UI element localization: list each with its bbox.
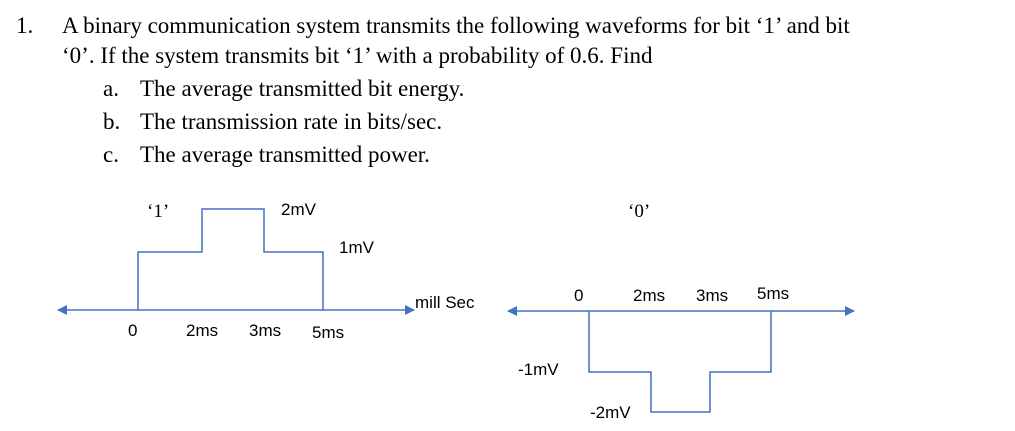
bit1-peak-label: 2mV xyxy=(281,200,316,219)
bit0-tick-2ms: 2ms xyxy=(633,286,666,305)
bit1-label: ‘1’ xyxy=(147,201,170,222)
bit0-tick-5ms: 5ms xyxy=(757,284,790,303)
axis-unit-label: mill Sec xyxy=(415,293,475,312)
bit0-neg-one-label: -1mV xyxy=(518,360,559,379)
bit0-waveform xyxy=(588,311,772,413)
part-c-text: The average transmitted power. xyxy=(140,142,430,167)
part-b-text: The transmission rate in bits/sec. xyxy=(140,109,443,134)
bit0-label: ‘0’ xyxy=(628,201,651,222)
part-a-text: The average transmitted bit energy. xyxy=(140,76,465,101)
bit0-origin-label: 0 xyxy=(574,286,584,305)
problem-line-1: A binary communication system transmits … xyxy=(62,13,850,38)
problem-line-2: ‘0’. If the system transmits bit ‘1’ wit… xyxy=(62,43,653,68)
bit1-tick-2ms: 2ms xyxy=(186,321,219,340)
bit1-tick-3ms: 3ms xyxy=(249,321,282,340)
bit0-neg-two-label: -2mV xyxy=(590,403,631,422)
bit1-step-label: 1mV xyxy=(339,238,374,257)
bit1-waveform xyxy=(137,208,324,310)
bit1-tick-5ms: 5ms xyxy=(312,323,345,342)
problem-number: 1. xyxy=(16,13,34,38)
bit0-tick-3ms: 3ms xyxy=(696,286,729,305)
bit1-origin-label: 0 xyxy=(128,321,138,340)
part-c-marker: c. xyxy=(103,142,119,167)
part-b-marker: b. xyxy=(103,109,121,134)
part-a-marker: a. xyxy=(103,76,119,101)
